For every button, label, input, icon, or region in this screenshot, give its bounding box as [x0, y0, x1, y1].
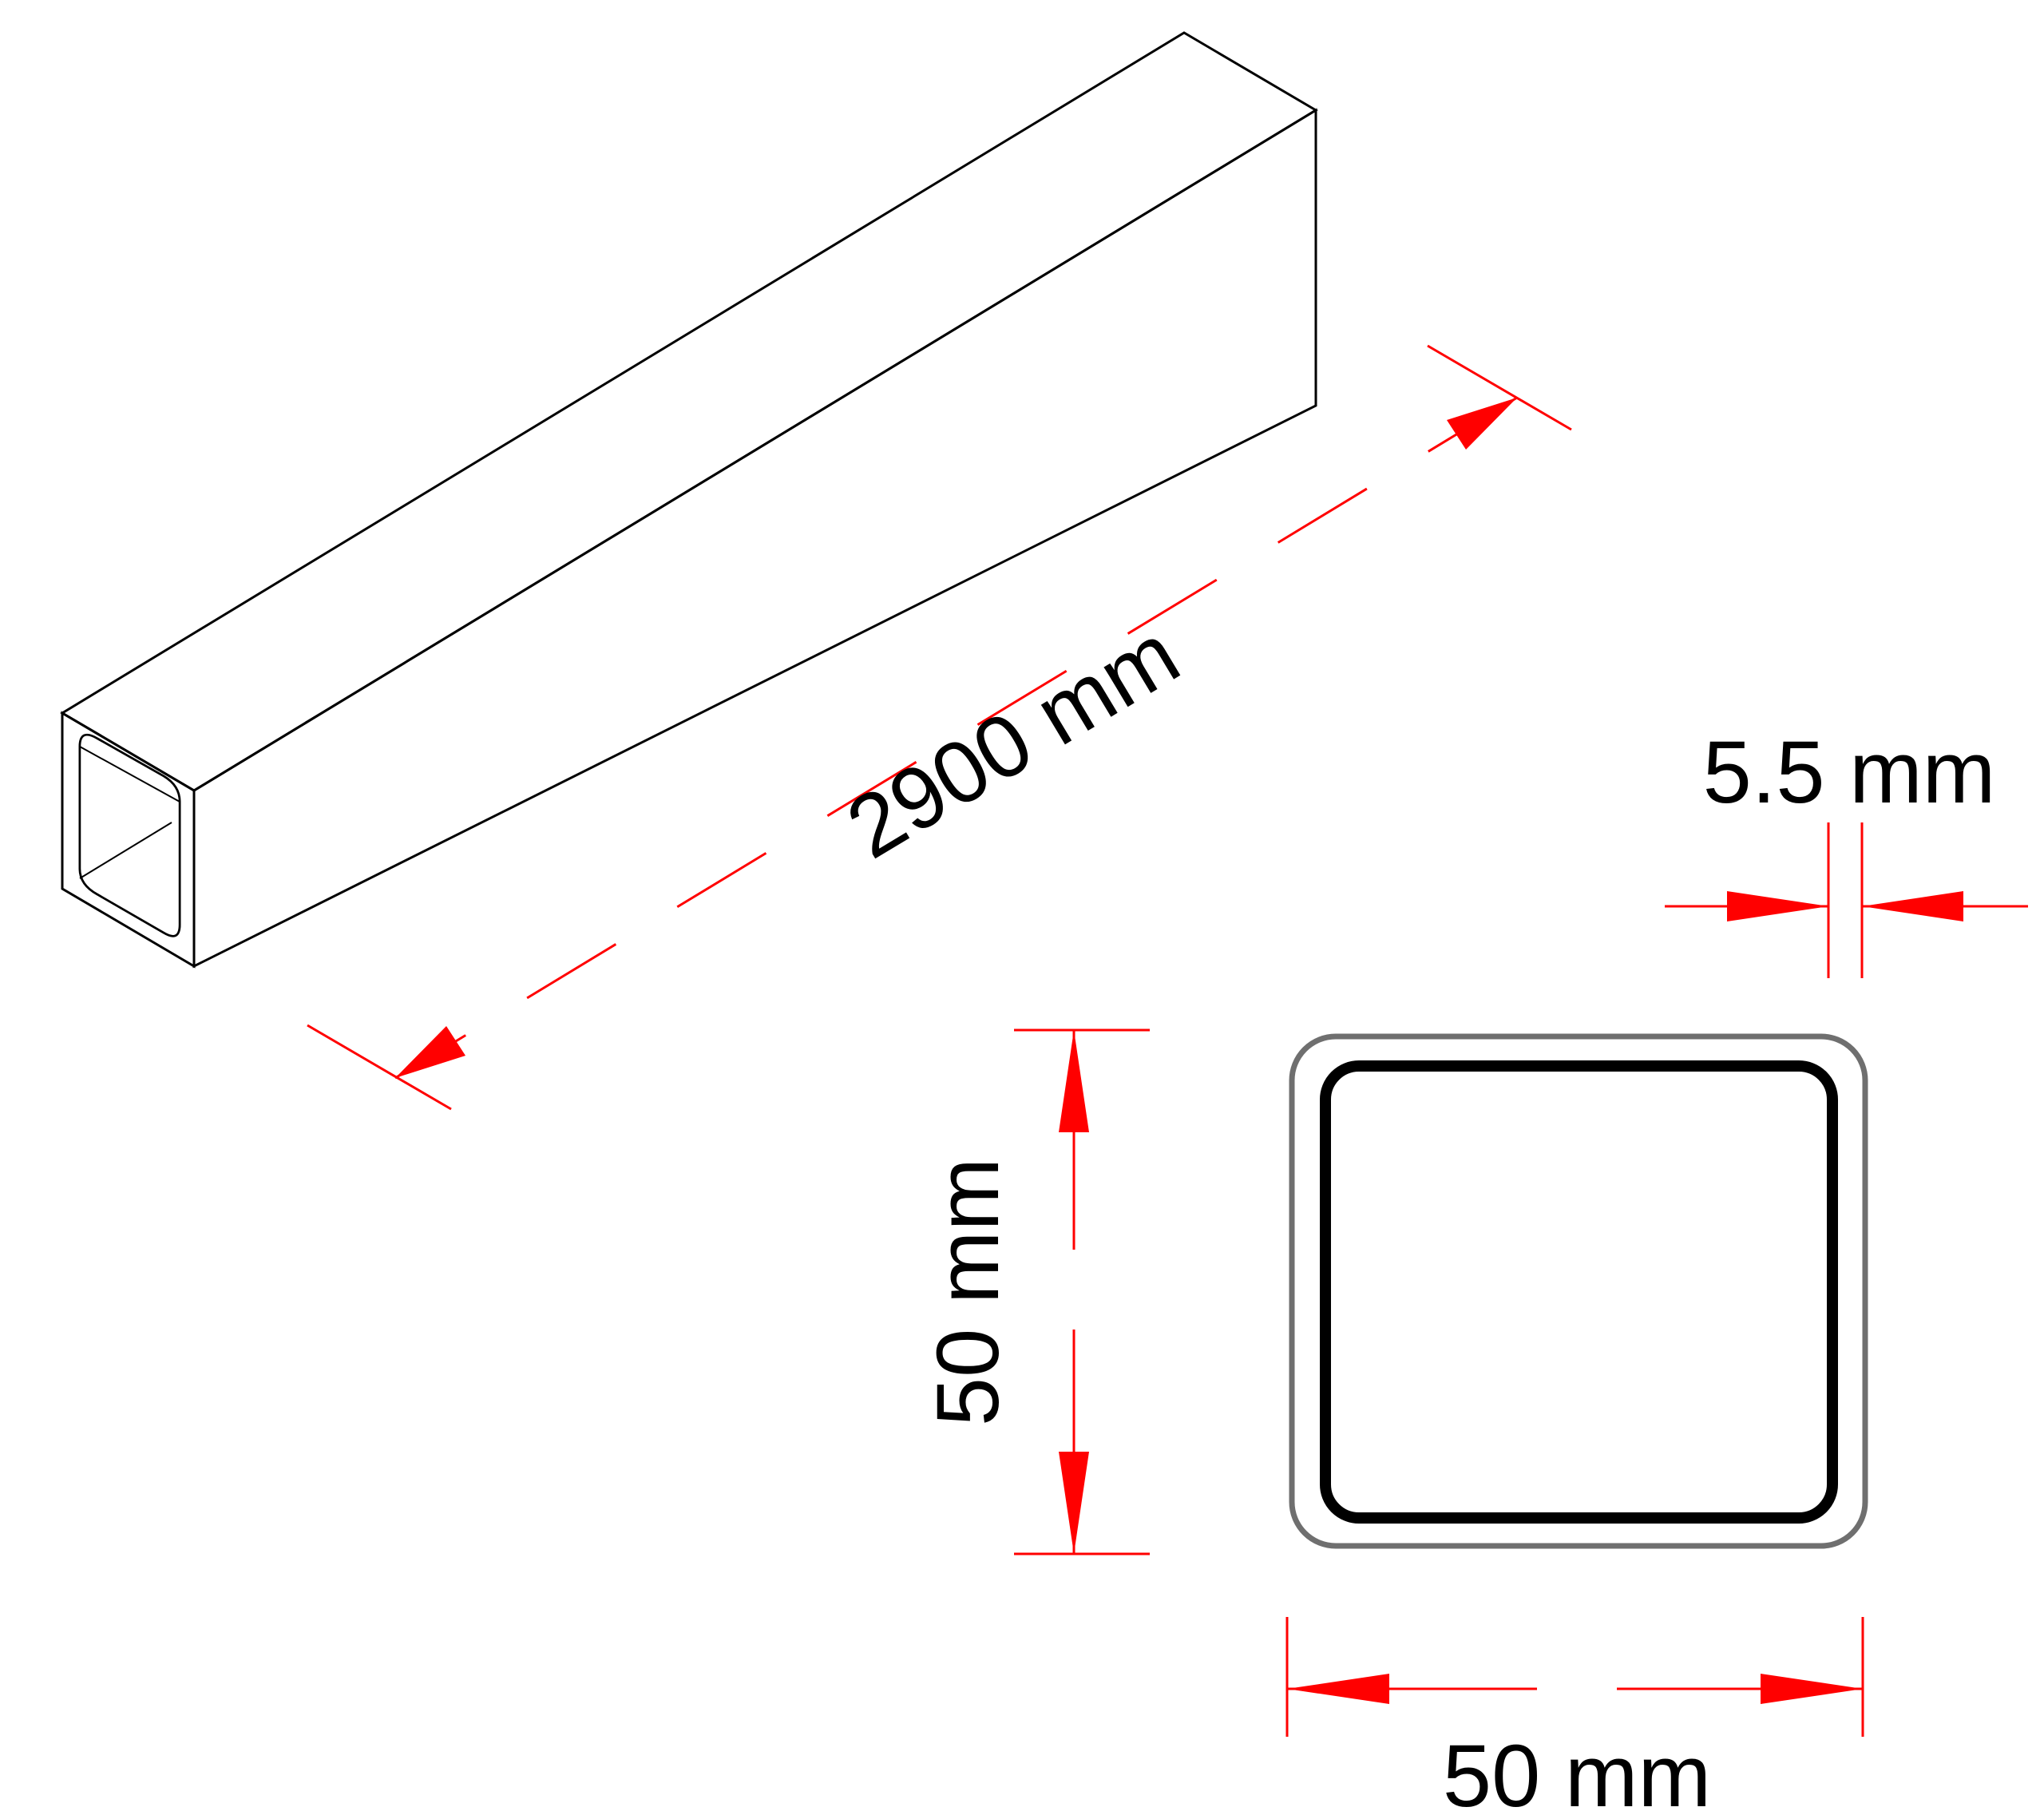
tube-side-face [192, 108, 1317, 969]
length-arrowhead-end [1447, 398, 1517, 450]
height-arrowhead-bottom [1059, 1452, 1089, 1554]
tube-inner-edge-diagonal [79, 822, 172, 879]
height-dimension: 50 mm [919, 1028, 1150, 1555]
length-extension-line-end [1427, 344, 1572, 431]
tube-hollow [78, 734, 181, 937]
width-dimension: 50 mm [1285, 1617, 1864, 1815]
cross-section-inner-wall [1320, 1060, 1838, 1524]
isometric-tube [60, 31, 1318, 969]
width-label: 50 mm [1443, 1727, 1711, 1815]
width-arrowhead-left [1287, 1674, 1389, 1704]
length-arrowhead-start [395, 1026, 465, 1078]
thickness-arrowhead-right [1862, 891, 1963, 921]
thickness-label: 5.5 mm [1703, 723, 1996, 822]
length-dimension: 2900 mm [307, 344, 1572, 1111]
height-arrowhead-top [1059, 1030, 1089, 1132]
length-label: 2900 mm [830, 604, 1194, 878]
cross-section [1289, 1033, 1868, 1549]
thickness-dimension: 5.5 mm [1665, 723, 2028, 978]
length-extension-line-start [307, 1024, 452, 1111]
length-dimension-line [394, 396, 1518, 1080]
height-label: 50 mm [919, 1158, 1017, 1426]
tube-inner-edge-top [79, 746, 180, 802]
width-arrowhead-right [1761, 1674, 1863, 1704]
thickness-arrowhead-left [1727, 891, 1828, 921]
